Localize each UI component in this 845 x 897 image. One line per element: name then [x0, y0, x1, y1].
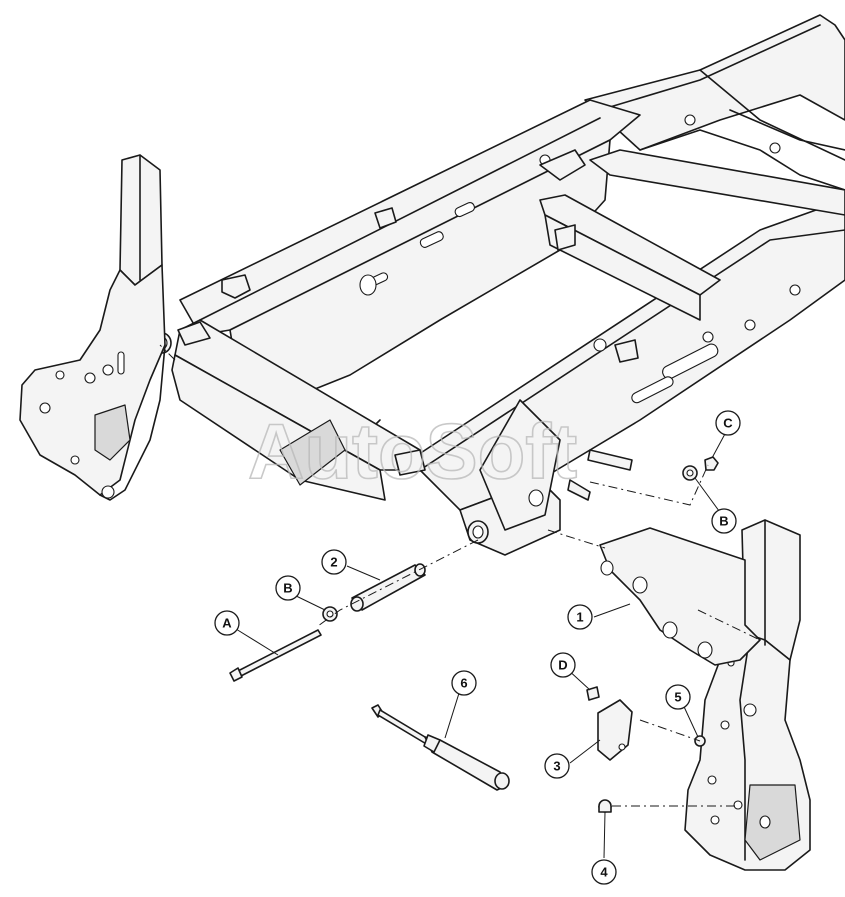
- part-3-cover-plate: [597, 699, 633, 761]
- callout-1: 1: [567, 604, 593, 630]
- callout-d: D: [550, 652, 576, 678]
- callout-6-label: 6: [460, 676, 467, 691]
- part-1-mounting-plate: [599, 527, 761, 666]
- callout-2: 2: [321, 549, 347, 575]
- callout-3-label: 3: [553, 759, 560, 774]
- callout-a: A: [214, 610, 240, 636]
- washer-right: [682, 465, 698, 481]
- bolt-a: [229, 629, 322, 682]
- callout-d-label: D: [558, 658, 567, 673]
- callout-b-right-label: B: [719, 514, 728, 529]
- chassis-frame: [152, 14, 845, 556]
- callout-4-label: 4: [600, 865, 608, 880]
- callout-b-right: B: [711, 508, 737, 534]
- callout-c-label: C: [723, 416, 733, 431]
- leader-lines: [235, 431, 727, 859]
- callout-6: 6: [451, 670, 477, 696]
- assembly-axes: [159, 344, 761, 807]
- callout-a-label: A: [222, 616, 232, 631]
- washer-left: [322, 606, 338, 622]
- callout-1-label: 1: [576, 610, 583, 625]
- part-4-plug: [598, 799, 612, 813]
- callout-2-label: 2: [330, 555, 337, 570]
- part-2-sleeve: [350, 563, 426, 612]
- part-6-shock-absorber: [371, 704, 510, 791]
- callout-5: 5: [665, 684, 691, 710]
- callout-b-left: B: [275, 575, 301, 601]
- left-side-bracket: [19, 154, 166, 501]
- screw-d: [586, 686, 600, 701]
- watermark-text: AutoSoft: [248, 407, 577, 495]
- nut: [704, 456, 719, 471]
- right-side-bracket: [684, 519, 811, 871]
- callout-b-left-label: B: [283, 581, 292, 596]
- callout-c: C: [715, 410, 741, 436]
- callout-5-label: 5: [674, 690, 681, 705]
- callout-3: 3: [544, 753, 570, 779]
- callout-4: 4: [591, 859, 617, 885]
